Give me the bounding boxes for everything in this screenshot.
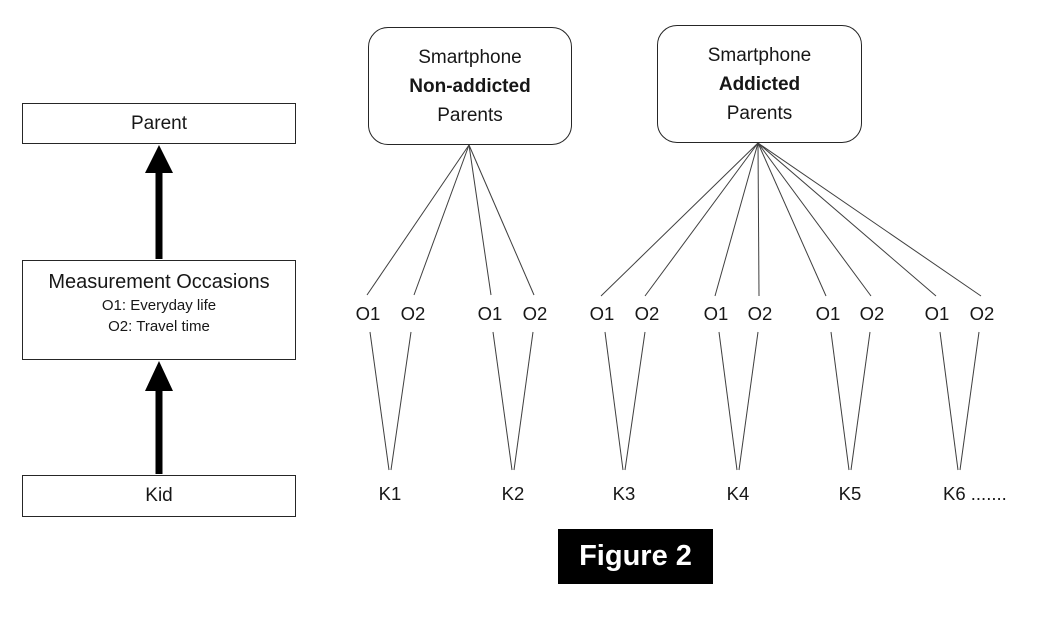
fan-non-addicted [366,144,535,296]
occasion-label-k1-o2: O2 [400,303,426,324]
group-b-line-2: Addicted [718,73,801,95]
v-line-k4 [718,331,738,471]
occasion-definition-o1: O1: Everyday life [101,297,217,314]
group-a-line-1: Smartphone [418,46,522,68]
v-line-k2 [492,331,513,471]
occasion-label-k4-o2: O2 [747,303,773,324]
occasion-label-k4-o1: O1 [703,303,729,324]
occasion-definition-o2: O2: Travel time [108,318,210,335]
kid-label-k3: K3 [612,483,636,504]
v-line-k3 [624,331,646,471]
kid-label-k4: K4 [726,483,750,504]
v-line-k4 [738,331,759,471]
fan-line [757,142,827,297]
group-box-non-addicted-parents: Smartphone Non-addicted Parents [368,27,572,145]
fan-line [757,142,872,297]
group-b-line-3: Parents [726,102,793,124]
parent-box: Parent [22,103,296,144]
fan-line [757,142,937,297]
kid-box-label: Kid [145,485,173,506]
v-line-k2 [513,331,534,471]
v-line-k5 [830,331,850,471]
fan-line [600,142,759,297]
occasion-label-k3-o2: O2 [634,303,660,324]
arrow-head-icon [145,145,173,173]
occasion-label-k2-o2: O2 [522,303,548,324]
group-a-line-3: Parents [437,104,503,126]
kid-label-k2: K2 [501,483,525,504]
v-line-k1 [369,331,390,471]
kid-label-k1: K1 [378,483,402,504]
occasion-label-k2-o1: O1 [477,303,503,324]
v-line-k3 [604,331,624,471]
occasion-label-k3-o1: O1 [589,303,615,324]
kid-box: Kid [22,475,296,517]
fan-line [413,144,470,296]
figure-caption: Figure 2 [558,529,713,584]
v-line-k6 [939,331,959,471]
v-line-k1 [390,331,412,471]
fan-line [757,142,760,297]
fan-line [366,144,470,296]
fan-line [644,142,759,297]
parent-box-label: Parent [131,112,187,134]
figure-caption-text: Figure 2 [579,540,692,572]
v-line-k5 [850,331,871,471]
group-box-addicted-parents: Smartphone Addicted Parents [657,25,862,143]
occasion-label-k6-o2: O2 [969,303,995,324]
group-a-line-2: Non-addicted [409,75,531,97]
v-line-k6 [959,331,980,471]
group-b-line-1: Smartphone [707,44,812,66]
measurement-occasions-title: Measurement Occasions [48,271,270,293]
arrow-occasions-to-parent [145,145,173,259]
fan-line [714,142,759,297]
occasion-label-k6-o1: O1 [924,303,950,324]
occasion-label-k1-o1: O1 [355,303,381,324]
kid-label-k6: K6 ....... [943,483,1007,504]
occasion-label-k5-o2: O2 [859,303,885,324]
arrow-head-icon [145,361,173,391]
kid-label-k5: K5 [838,483,862,504]
fan-addicted [600,142,982,297]
fan-line [468,144,492,296]
arrow-kid-to-occasions [145,361,173,474]
measurement-occasions-box: Measurement Occasions O1: Everyday life … [22,260,296,360]
occasion-label-k5-o1: O1 [815,303,841,324]
fan-line [757,142,982,297]
fan-line [468,144,535,296]
occasion-kid-connectors [369,331,980,471]
